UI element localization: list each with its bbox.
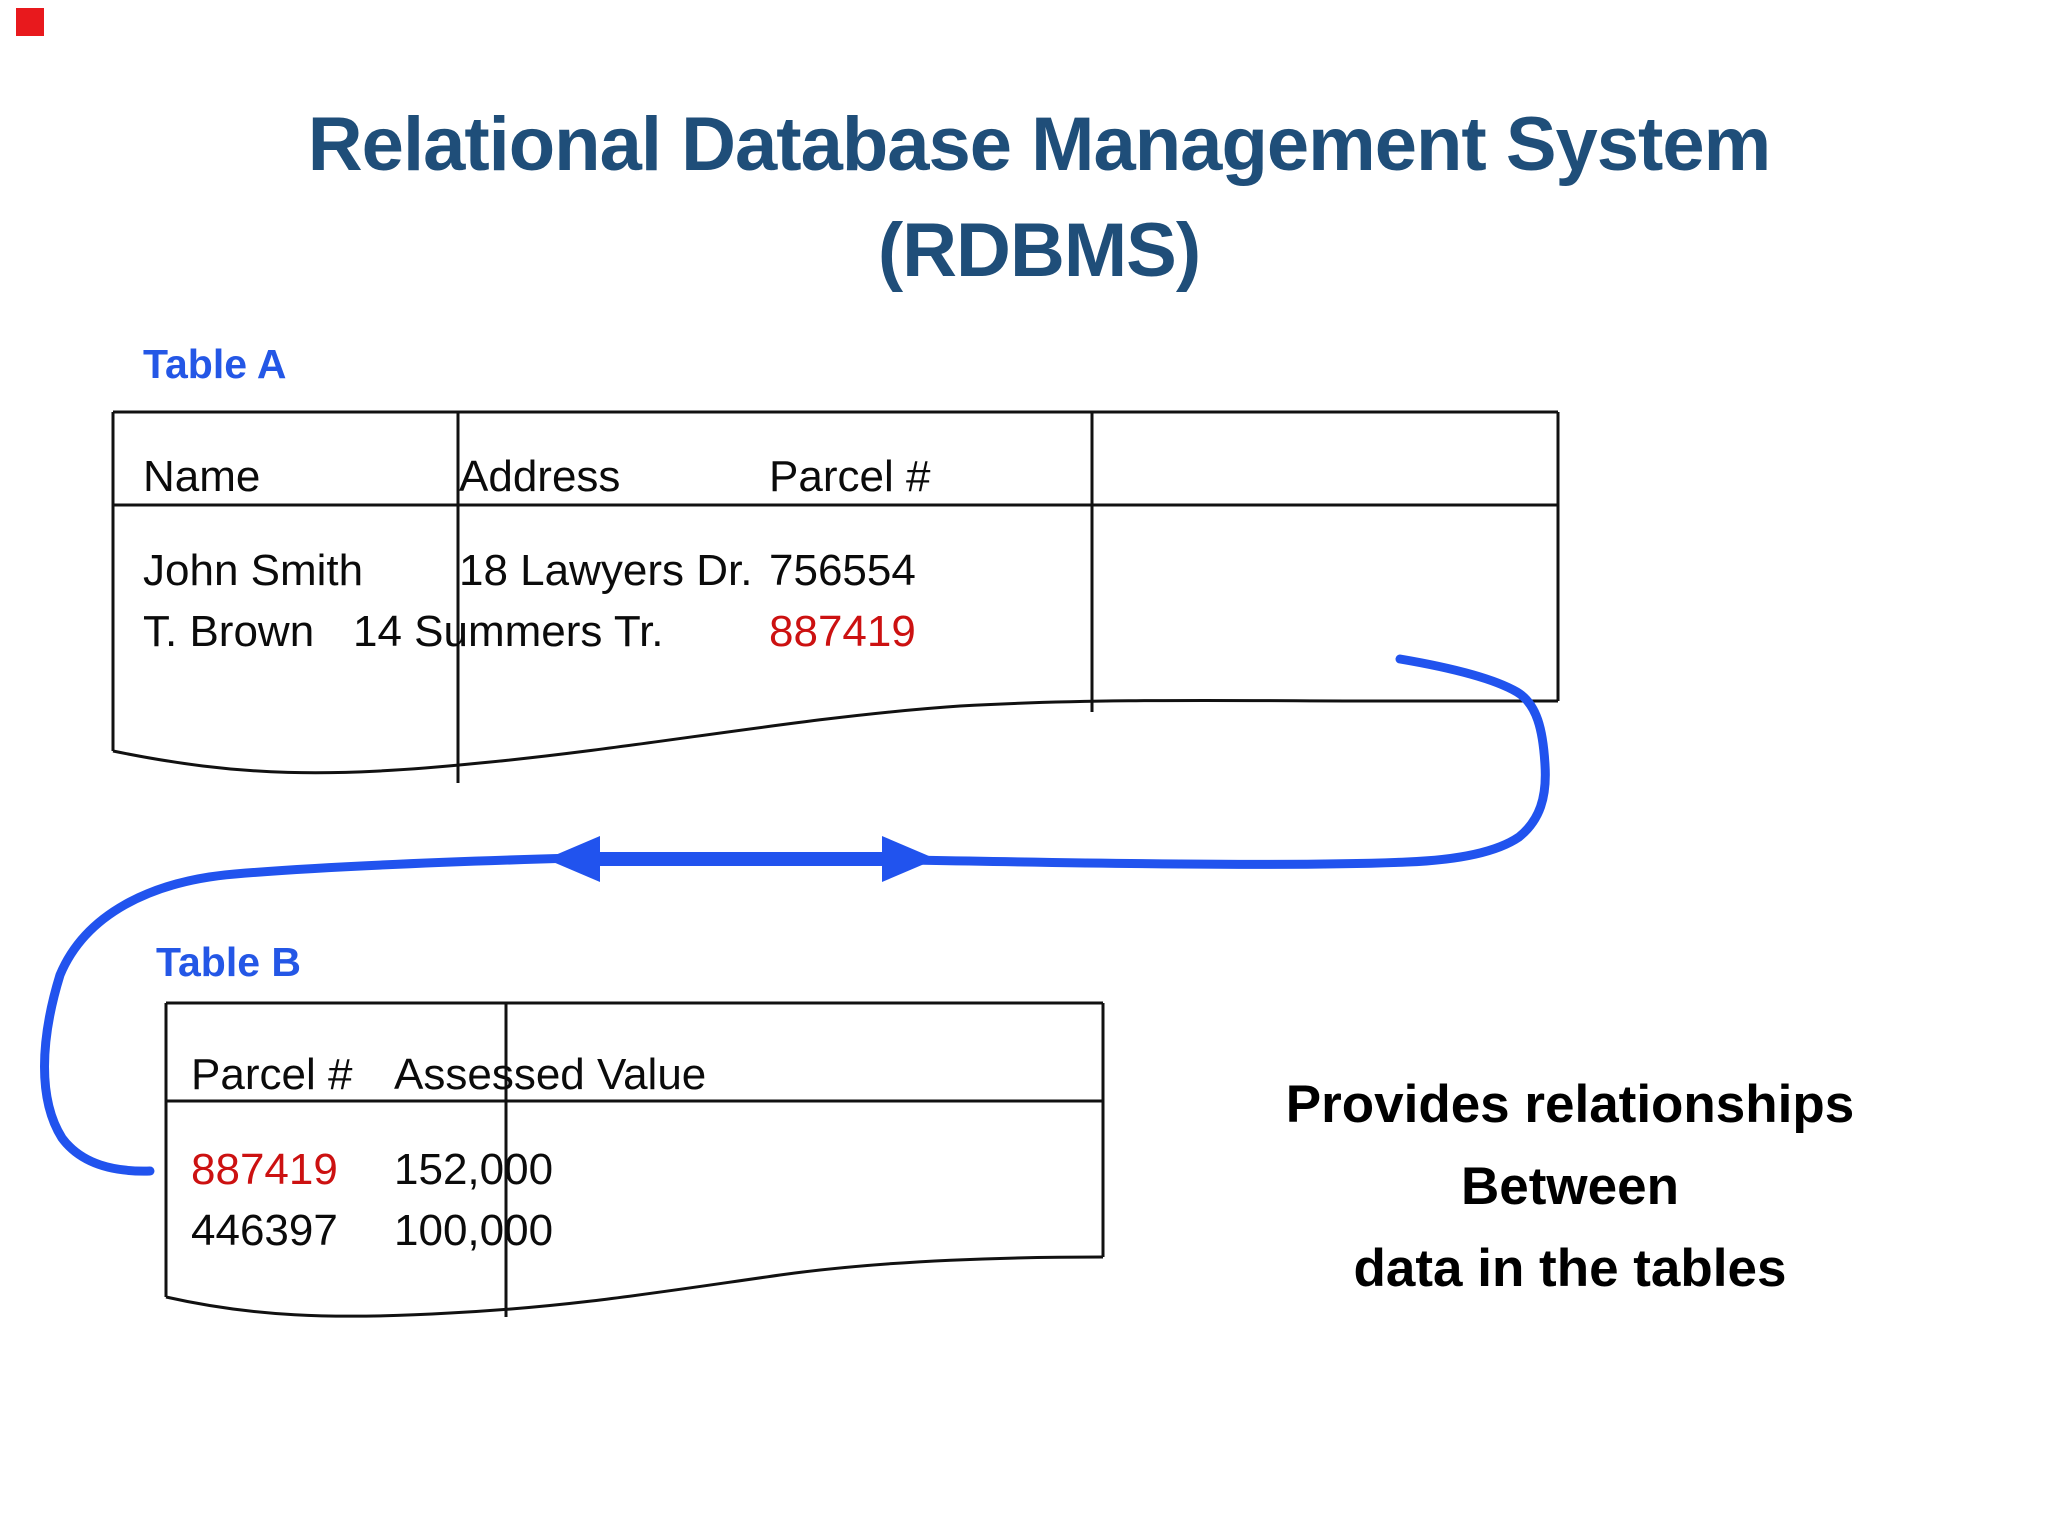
table-b-header-assessed-value: Assessed Value: [394, 1050, 707, 1099]
table-b-row1-parcel-highlighted: 887419: [191, 1145, 338, 1194]
left-arrowhead-icon: [546, 836, 600, 882]
table-a-row1-address: 18 Lawyers Dr.: [459, 546, 753, 595]
table-a-header-parcel: Parcel #: [769, 452, 931, 501]
connector-right-curve: [905, 654, 1550, 869]
red-marker-square: [16, 8, 44, 36]
note-line-1: Provides relationships: [1285, 1075, 1855, 1134]
table-b-label: Table B: [156, 939, 302, 985]
table-a-header-name: Name: [143, 452, 261, 501]
table-a-header-address: Address: [459, 452, 621, 501]
table-b-row2-parcel: 446397: [191, 1206, 338, 1255]
right-arrowhead-icon: [882, 836, 936, 882]
note-line-2: Between: [1461, 1157, 1679, 1216]
table-b-row2-value: 100,000: [394, 1206, 554, 1255]
slide-title-line-2: (RDBMS): [877, 208, 1201, 293]
table-b-row1-value: 152,000: [394, 1145, 554, 1194]
slide-title: Relational Database Management System (R…: [234, 92, 1844, 304]
table-a-row2-address: 14 Summers Tr.: [353, 607, 664, 656]
slide-title-line-1: Relational Database Management System: [307, 102, 1771, 187]
table-a-torn-bottom-edge: [112, 698, 1558, 775]
table-a-row2-parcel-highlighted: 887419: [769, 607, 916, 656]
table-a-label: Table A: [143, 341, 287, 387]
table-b-header-parcel: Parcel #: [191, 1050, 353, 1099]
note-line-3: data in the tables: [1353, 1239, 1787, 1298]
connector-left-curve: [40, 853, 580, 1176]
table-a-row2-name: T. Brown: [143, 607, 315, 656]
table-a-row1-name: John Smith: [143, 546, 364, 595]
table-b-torn-bottom-edge: [165, 1255, 1104, 1318]
table-a-row1-parcel: 756554: [769, 546, 916, 595]
relationship-note: Provides relationships Between data in t…: [1240, 1064, 1900, 1310]
